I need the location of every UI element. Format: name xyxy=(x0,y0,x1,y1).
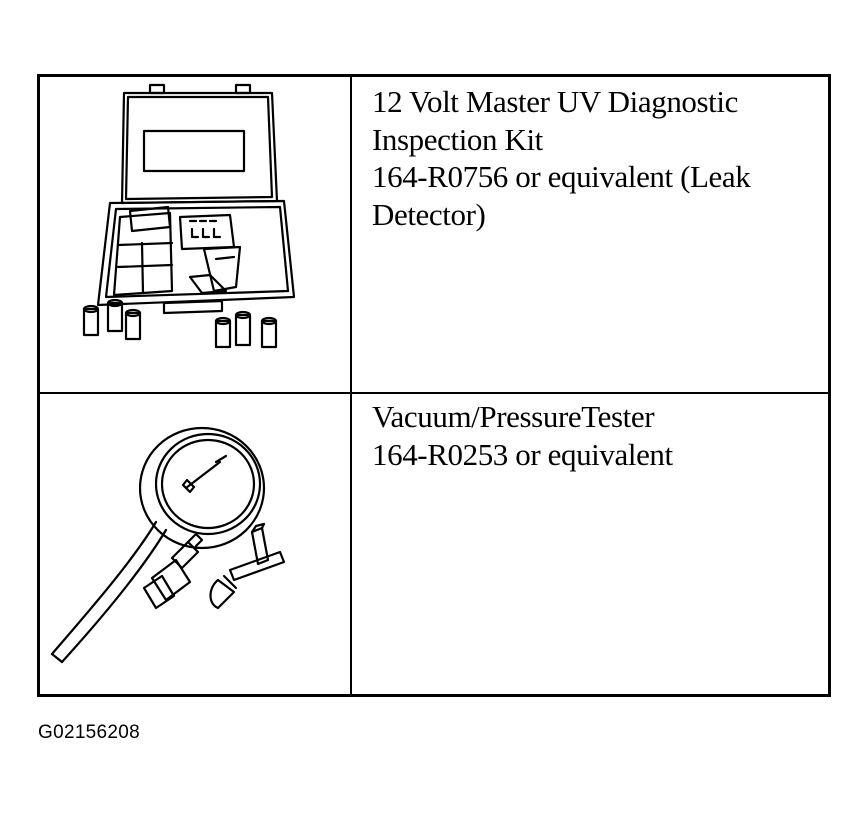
uv-kit-name-line-2: Inspection Kit xyxy=(372,121,543,157)
pressure-tester-illustration xyxy=(40,392,352,694)
tool-row-uv-kit: 12 Volt Master UV Diagnostic Inspection … xyxy=(40,77,828,394)
pressure-tester-part-number: 164-R0253 or equivalent xyxy=(372,436,673,472)
tool-table: 12 Volt Master UV Diagnostic Inspection … xyxy=(37,74,831,697)
tool-row-pressure-tester: Vacuum/PressureTester 164-R0253 or equiv… xyxy=(40,392,828,694)
vacuum-pressure-tester-drawing xyxy=(50,426,286,664)
uv-kit-part-number-line-1: 164-R0756 or equivalent (Leak xyxy=(372,159,751,194)
uv-kit-illustration xyxy=(40,77,352,392)
uv-kit-description: 12 Volt Master UV Diagnostic Inspection … xyxy=(372,83,808,233)
uv-kit-name-line-1: 12 Volt Master UV Diagnostic xyxy=(372,84,738,119)
figure-id: G02156208 xyxy=(38,722,141,743)
uv-kit-part-number-line-2: Detector) xyxy=(372,196,486,232)
pressure-tester-name: Vacuum/PressureTester xyxy=(372,399,655,434)
pressure-tester-description: Vacuum/PressureTester 164-R0253 or equiv… xyxy=(372,398,808,473)
uv-diagnostic-kit-drawing xyxy=(82,83,296,349)
